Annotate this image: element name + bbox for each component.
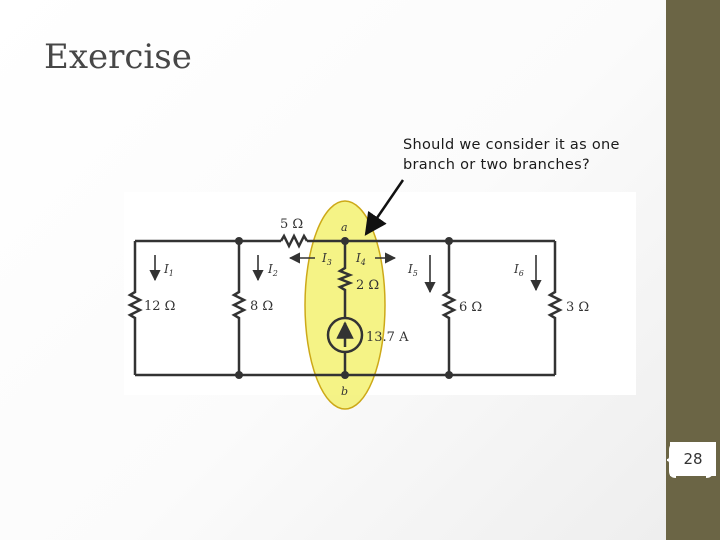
label-resistor-8: 8 Ω (250, 299, 273, 314)
page-number-badge (670, 442, 716, 476)
label-resistor-2: 2 Ω (356, 278, 379, 293)
label-i3: I3 (321, 251, 332, 267)
label-i5: I5 (407, 262, 418, 278)
page-number: 28 (683, 450, 703, 468)
current-source-symbol (326, 316, 364, 354)
callout-line-2: branch or two branches? (403, 157, 590, 173)
label-i4: I4 (355, 251, 366, 267)
callout-text: Should we consider it as one branch or t… (403, 135, 665, 175)
label-resistor-3: 3 Ω (566, 300, 589, 315)
junction-dots (235, 237, 453, 379)
label-resistor-6: 6 Ω (459, 300, 482, 315)
label-resistor-top: 5 Ω (280, 217, 303, 232)
callout-arrow (364, 179, 405, 236)
label-node-a: a (341, 221, 348, 234)
label-i6: I6 (513, 262, 524, 278)
label-node-b: b (341, 385, 348, 398)
label-source-value: 13.7 A (366, 330, 409, 345)
slide-title: Exercise (44, 37, 192, 77)
label-i2: I2 (267, 262, 278, 278)
current-arrows (149, 252, 542, 294)
callout-line-1: Should we consider it as one (403, 137, 620, 153)
label-resistor-12: 12 Ω (144, 299, 175, 314)
label-i1: I1 (163, 262, 174, 278)
